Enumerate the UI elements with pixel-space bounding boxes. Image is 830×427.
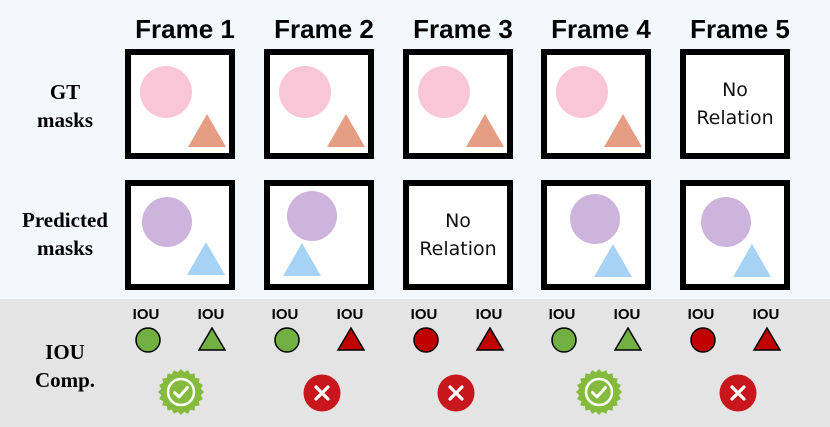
gt-circle-mask xyxy=(140,66,192,118)
row-label-gt: GT masks xyxy=(0,78,130,134)
iou-label: IOU xyxy=(336,306,364,323)
gt-mask-frame-3 xyxy=(403,49,513,159)
pred-triangle-mask xyxy=(283,243,321,276)
iou-label: IOU xyxy=(271,306,299,323)
pred-circle-mask xyxy=(142,197,192,247)
checkmark-icon xyxy=(173,386,189,399)
row-label-iou-line2: Comp. xyxy=(34,368,96,392)
iou-circle-indicator xyxy=(274,327,300,353)
row-label-gt-line1: GT xyxy=(49,80,81,104)
pred-mask-frame-4 xyxy=(541,180,651,290)
verdict-badge xyxy=(437,374,475,412)
iou-label: IOU xyxy=(410,306,438,323)
iou-circle-indicator xyxy=(690,327,716,353)
frame-title-5: Frame 5 xyxy=(690,14,790,44)
iou-label: IOU xyxy=(687,306,715,323)
iou-triangle-indicator xyxy=(752,326,782,351)
gt-mask-frame-4 xyxy=(541,49,651,159)
iou-circle-indicator xyxy=(135,327,161,353)
iou-triangle-indicator xyxy=(475,326,505,351)
iou-label: IOU xyxy=(475,306,503,323)
gt-circle-mask xyxy=(279,66,331,118)
iou-triangle-indicator xyxy=(336,326,366,351)
cross-icon xyxy=(448,385,464,401)
checkmark-icon xyxy=(591,386,607,399)
pred-triangle-mask xyxy=(187,242,225,275)
gt-triangle-mask xyxy=(466,114,504,147)
gt-triangle-mask xyxy=(604,114,642,147)
frame-title-4: Frame 4 xyxy=(551,14,651,44)
pred-triangle-mask xyxy=(733,244,771,277)
iou-circle-indicator xyxy=(551,327,577,353)
pred-triangle-mask xyxy=(594,244,632,277)
iou-label: IOU xyxy=(132,306,160,323)
seal-badge-icon xyxy=(576,369,622,415)
gt-triangle-mask xyxy=(188,114,226,147)
no-relation-label: No Relation xyxy=(686,55,784,153)
gt-circle-mask xyxy=(556,66,608,118)
row-label-iou: IOU Comp. xyxy=(0,338,130,394)
no-relation-line1: No xyxy=(722,79,748,101)
gt-mask-frame-2 xyxy=(264,49,374,159)
pred-circle-mask xyxy=(287,191,337,241)
row-label-pred: Predicted masks xyxy=(0,206,130,262)
pred-mask-frame-1 xyxy=(125,180,235,290)
row-label-pred-line2: masks xyxy=(36,236,94,260)
frame-title-2: Frame 2 xyxy=(274,14,374,44)
no-relation-line2: Relation xyxy=(696,107,774,129)
cross-icon xyxy=(730,385,746,401)
pred-mask-frame-3: No Relation xyxy=(403,180,513,290)
iou-circle-indicator xyxy=(413,327,439,353)
no-relation-line1: No xyxy=(445,210,471,232)
frame-title-1: Frame 1 xyxy=(135,14,235,44)
gt-triangle-mask xyxy=(327,114,365,147)
iou-label: IOU xyxy=(548,306,576,323)
frame-title-3: Frame 3 xyxy=(413,14,513,44)
no-relation-label: No Relation xyxy=(409,186,507,284)
gt-mask-frame-5: No Relation xyxy=(680,49,790,159)
verdict-badge xyxy=(719,374,757,412)
row-label-pred-line1: Predicted xyxy=(22,208,108,232)
seal-badge-icon xyxy=(158,369,204,415)
cross-icon xyxy=(314,385,330,401)
row-label-gt-line2: masks xyxy=(36,108,94,132)
iou-label: IOU xyxy=(613,306,641,323)
row-label-iou-line1: IOU xyxy=(45,340,85,364)
pred-circle-mask xyxy=(570,194,620,244)
iou-label: IOU xyxy=(197,306,225,323)
verdict-badge xyxy=(158,369,204,415)
iou-triangle-indicator xyxy=(197,326,227,351)
pred-circle-mask xyxy=(701,197,751,247)
verdict-badge xyxy=(303,374,341,412)
gt-circle-mask xyxy=(418,66,470,118)
no-relation-line2: Relation xyxy=(419,238,497,260)
verdict-badge xyxy=(576,369,622,415)
gt-mask-frame-1 xyxy=(125,49,235,159)
pred-mask-frame-5 xyxy=(680,180,790,290)
iou-comparison-band xyxy=(0,299,830,427)
iou-label: IOU xyxy=(752,306,780,323)
pred-mask-frame-2 xyxy=(264,180,374,290)
iou-triangle-indicator xyxy=(613,326,643,351)
